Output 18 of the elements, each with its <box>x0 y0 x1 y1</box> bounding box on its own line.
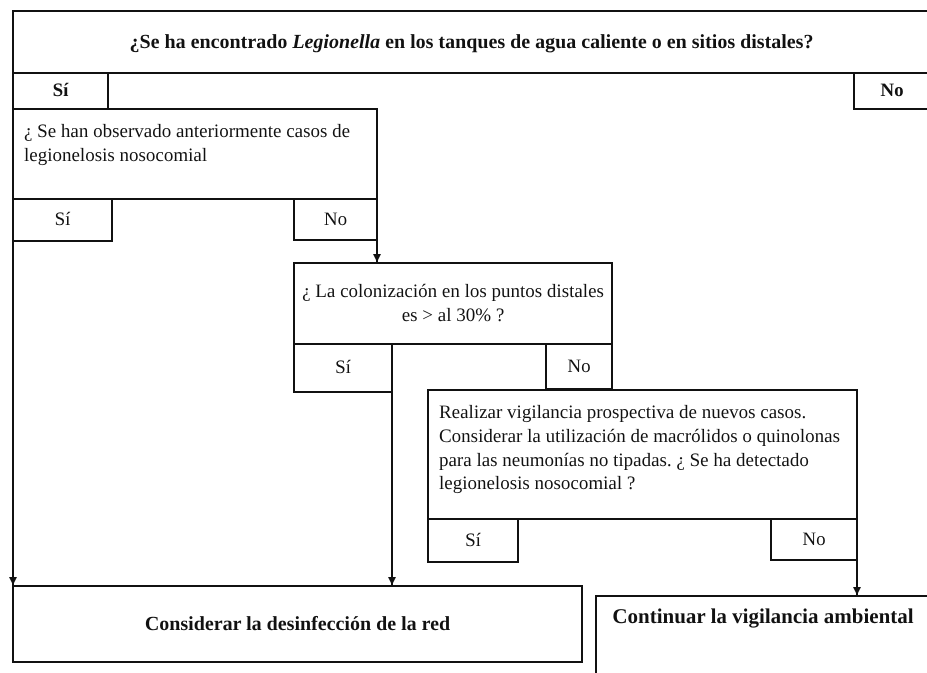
arrow <box>373 241 381 262</box>
answer-box: Sí <box>293 343 393 393</box>
answer-box: No <box>545 343 613 390</box>
answer-box: Sí <box>427 518 519 563</box>
answer-box: No <box>293 198 378 241</box>
answer-box: No <box>770 518 858 561</box>
question-box: ¿Se ha encontrado Legionella en los tanques de agua caliente o en sitios distales? <box>12 10 927 74</box>
answer-box: No <box>853 72 927 110</box>
answer-box: Sí <box>12 198 113 242</box>
arrow <box>9 242 17 585</box>
outcome-box: Continuar la vigilancia ambiental <box>595 595 927 673</box>
arrow <box>853 561 861 595</box>
question-box: ¿ La colonización en los puntos distales es > al 30% ? <box>293 262 613 345</box>
arrow <box>388 393 396 585</box>
answer-box: Sí <box>12 72 109 110</box>
question-box: Realizar vigilancia prospectiva de nuevos casos. Considerar la utilización de macrólidos o quinolonas para las neumonías no tipadas. ¿ Se ha detectado legionelosis nosocomial ? <box>427 389 858 520</box>
outcome-box: Considerar la desinfección de la red <box>12 585 583 663</box>
question-box: ¿ Se han observado anteriormente casos de legionelosis nosocomial <box>12 108 378 200</box>
